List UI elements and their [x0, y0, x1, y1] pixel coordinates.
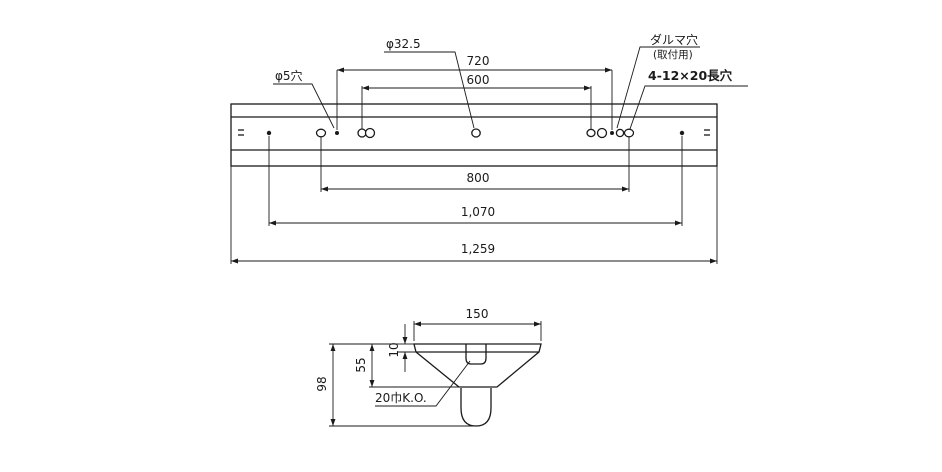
side-view: 150 10 55 98 20巾K.O. [315, 307, 542, 427]
daruma-leader [616, 46, 700, 129]
phi32-5-leader [384, 51, 475, 129]
dim-10-label: 10 [387, 342, 401, 357]
mount-dot-right [679, 130, 685, 136]
knockout-leader [375, 360, 471, 407]
slot-hole-left [315, 128, 327, 138]
dim-800-label: 800 [467, 171, 490, 185]
mount-dot-left [266, 130, 272, 136]
dim-600-label: 600 [467, 73, 490, 87]
dim-1070-label: 1,070 [461, 205, 495, 219]
phi5-hole-right [610, 131, 614, 135]
phi5-leader [273, 83, 335, 129]
fixture-body-outline [230, 103, 718, 167]
knockout-label: 20巾K.O. [375, 391, 427, 405]
left-end-mark [238, 129, 244, 136]
top-view: 720 600 800 1,070 1,259 φ5穴 φ32.5 ダルマ穴 (… [230, 32, 748, 264]
daruma-hole-left [357, 127, 376, 139]
slot-holes-label: 4-12×20長穴 [648, 68, 733, 83]
phi5-hole [335, 131, 339, 135]
side-profile-trapezoid [413, 343, 542, 388]
slot-hole-mid-right [586, 128, 596, 138]
dim-98-label: 98 [315, 376, 329, 391]
dim-1259-label: 1,259 [461, 242, 495, 256]
slot-hole-right [623, 128, 635, 138]
daruma-hole-label: ダルマ穴 [650, 32, 698, 47]
daruma-hole-right [596, 127, 625, 139]
center-knockout-hole [471, 128, 481, 138]
phi32-5-label: φ32.5 [386, 37, 421, 51]
slot-holes-leader [629, 85, 748, 130]
dim-150-label: 150 [466, 307, 489, 321]
lamp-tube-profile [460, 388, 492, 427]
dim-55-label: 55 [354, 357, 368, 372]
knockout-notch [465, 344, 487, 365]
phi5-hole-label: φ5穴 [275, 68, 303, 83]
right-end-mark [704, 129, 710, 136]
daruma-hole-sublabel: (取付用) [653, 48, 693, 61]
dim-720-label: 720 [467, 54, 490, 68]
